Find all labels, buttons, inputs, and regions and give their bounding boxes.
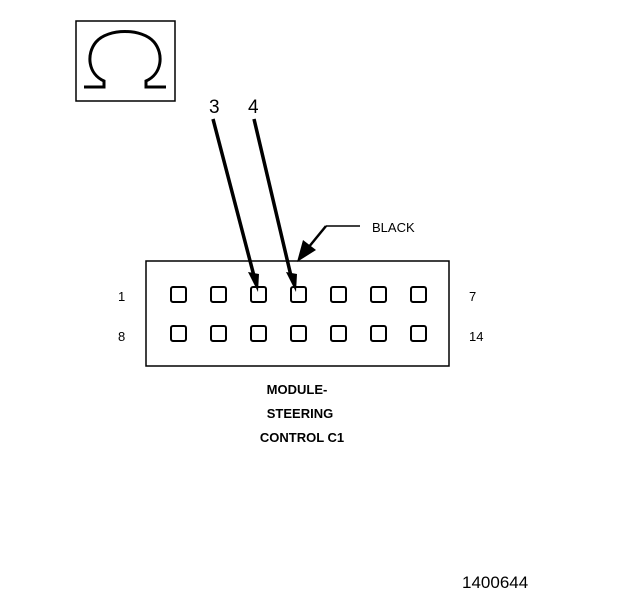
pin-cavity-9 [210, 325, 227, 342]
figure-number: 1400644 [462, 573, 528, 592]
pin-cavity-4 [290, 286, 307, 303]
pin-cavity-7 [410, 286, 427, 303]
pin-cavity-2 [210, 286, 227, 303]
connector-name-line1: MODULE- [267, 382, 328, 397]
pin-cavity-10 [250, 325, 267, 342]
pin-cavity-1 [170, 286, 187, 303]
pin-cavity-12 [330, 325, 347, 342]
pin-cavity-3 [250, 286, 267, 303]
pin-cavity-8 [170, 325, 187, 342]
pin-cavity-11 [290, 325, 307, 342]
connector-pins [170, 286, 427, 342]
connector-body [145, 260, 450, 367]
pin-cavity-6 [370, 286, 387, 303]
pin-cavity-14 [410, 325, 427, 342]
pin-label-row1-start: 1 [118, 289, 125, 304]
pin-label-row2-start: 8 [118, 329, 125, 344]
callout-arrow-3 [211, 118, 259, 292]
pin-cavity-13 [370, 325, 387, 342]
color-callout-leader [297, 225, 360, 262]
connector-name-line3: CONTROL C1 [260, 430, 344, 445]
connector-color-label: BLACK [372, 220, 415, 235]
callout-arrow-4 [252, 118, 297, 292]
pin-label-row2-end: 14 [469, 329, 483, 344]
pin-label-row1-end: 7 [469, 289, 476, 304]
ohm-symbol-icon [75, 20, 176, 102]
connector-name-line2: STEERING [267, 406, 333, 421]
pin-cavity-5 [330, 286, 347, 303]
callout-label-4: 4 [248, 97, 259, 118]
callout-label-3: 3 [209, 97, 220, 118]
